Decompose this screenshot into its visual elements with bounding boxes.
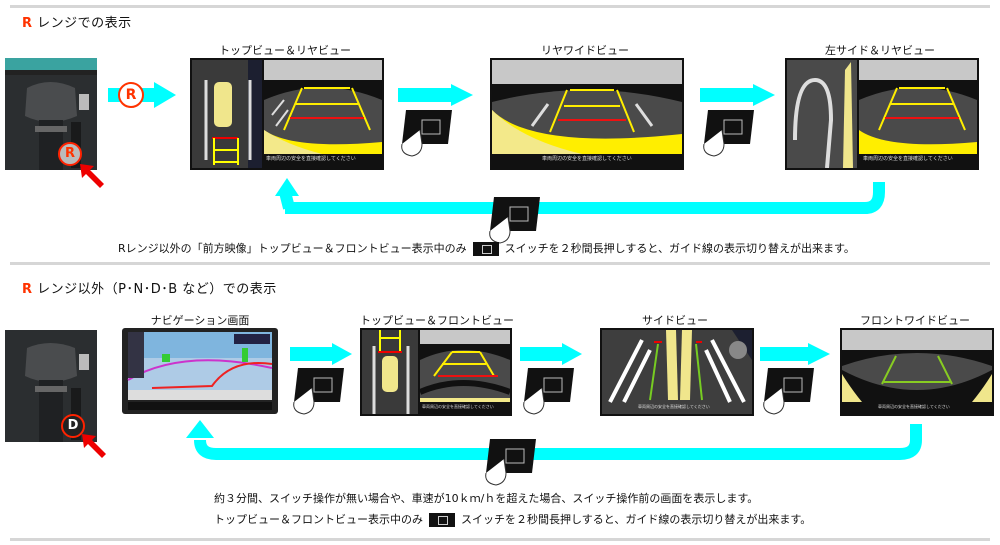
caption-rear-wide-view: リヤワイドビュー <box>541 44 629 57</box>
caption-navigation-screen: ナビゲーション画面 <box>150 314 250 327</box>
caption-left-side-rear-view: 左サイド＆リヤビュー <box>825 44 935 57</box>
camera-switch-press-icon <box>760 366 818 416</box>
section1-note: Rレンジ以外の「前方映像」トップビュー＆フロントビュー表示中のみ スイッチを２秒間… <box>118 240 855 256</box>
caption-front-wide-view: フロントワイドビュー <box>860 314 970 327</box>
divider-middle <box>10 262 990 265</box>
caption-top-front-view: トップビュー＆フロントビュー <box>360 314 514 327</box>
section2-title-r: R <box>22 282 33 297</box>
section2-note1: 約３分間、スイッチ操作が無い場合や、車速が10ｋｍ/ｈを超えた場合、スイッチ操作… <box>214 492 759 505</box>
shift-marker-d: D <box>61 414 85 438</box>
note-text: スイッチを２秒間長押しすると、ガイド線の表示切り替えが出来ます。 <box>504 242 855 255</box>
camera-switch-press-icon <box>486 195 544 245</box>
flow-arrow-4 <box>520 343 582 365</box>
screen-left-side-rear-view: 車両周辺の安全を直接確認してください <box>785 58 979 170</box>
flow-arrow-2 <box>700 84 775 106</box>
flow-arrow-5 <box>760 343 830 365</box>
flow-arrow-3 <box>290 343 352 365</box>
screen-footer-text: 車両周辺の安全を直接確認してください <box>266 156 356 162</box>
camera-switch-icon <box>429 513 455 527</box>
note-text: トップビュー＆フロントビュー表示中のみ <box>214 513 423 526</box>
section1-title: R レンジでの表示 <box>22 12 132 31</box>
screen-footer-text: 車両周辺の安全を直接確認してください <box>863 156 953 162</box>
screen-top-front-view: 車両周辺の安全を直接確認してください <box>360 328 512 416</box>
note-text: Rレンジ以外の「前方映像」トップビュー＆フロントビュー表示中のみ <box>118 242 467 255</box>
camera-switch-press-icon <box>398 108 456 158</box>
screen-footer-text: 車両周辺の安全を直接確認してください <box>422 404 494 409</box>
section2-title: R レンジ以外（P･N･D･B など）での表示 <box>22 278 277 297</box>
camera-switch-icon <box>472 242 499 256</box>
pointer-arrow-icon <box>80 432 108 458</box>
screen-top-rear-view: 車両周辺の安全を直接確認してください <box>190 58 384 170</box>
shift-lever-photo-r <box>5 58 97 170</box>
camera-switch-press-icon <box>520 366 578 416</box>
return-loop-arrow-2 <box>180 420 930 462</box>
flow-arrow-1 <box>398 84 473 106</box>
screen-navigation <box>122 328 278 414</box>
screen-footer-text: 車両周辺の安全を直接確認してください <box>638 404 710 409</box>
return-loop-arrow-1 <box>275 178 890 218</box>
screen-front-wide-view: 車両周辺の安全を直接確認してください <box>840 328 994 416</box>
caption-top-rear-view: トップビュー＆リヤビュー <box>219 44 351 57</box>
screen-rear-wide-view: 車両周辺の安全を直接確認してください <box>490 58 684 170</box>
note-text: スイッチを２秒間長押しすると、ガイド線の表示切り替えが出来ます。 <box>461 513 812 526</box>
screen-footer-text: 車両周辺の安全を直接確認してください <box>878 404 950 409</box>
divider-bottom <box>10 538 990 541</box>
screen-footer-text: 車両周辺の安全を直接確認してください <box>542 156 632 162</box>
section2-note2: トップビュー＆フロントビュー表示中のみ スイッチを２秒間長押しすると、ガイド線の表… <box>214 511 811 527</box>
section1-title-text: レンジでの表示 <box>37 16 132 31</box>
divider-top <box>10 5 990 8</box>
section1-title-r: R <box>22 16 33 31</box>
r-badge: R <box>118 82 144 108</box>
caption-side-view: サイドビュー <box>642 314 708 327</box>
shift-marker-r: R <box>58 142 82 166</box>
section2-title-text: レンジ以外（P･N･D･B など）での表示 <box>37 282 277 297</box>
camera-switch-press-icon <box>290 366 348 416</box>
screen-side-view: 車両周辺の安全を直接確認してください <box>600 328 754 416</box>
camera-switch-press-icon <box>700 108 758 158</box>
camera-switch-press-icon <box>482 437 540 487</box>
pointer-arrow-icon <box>78 162 106 188</box>
